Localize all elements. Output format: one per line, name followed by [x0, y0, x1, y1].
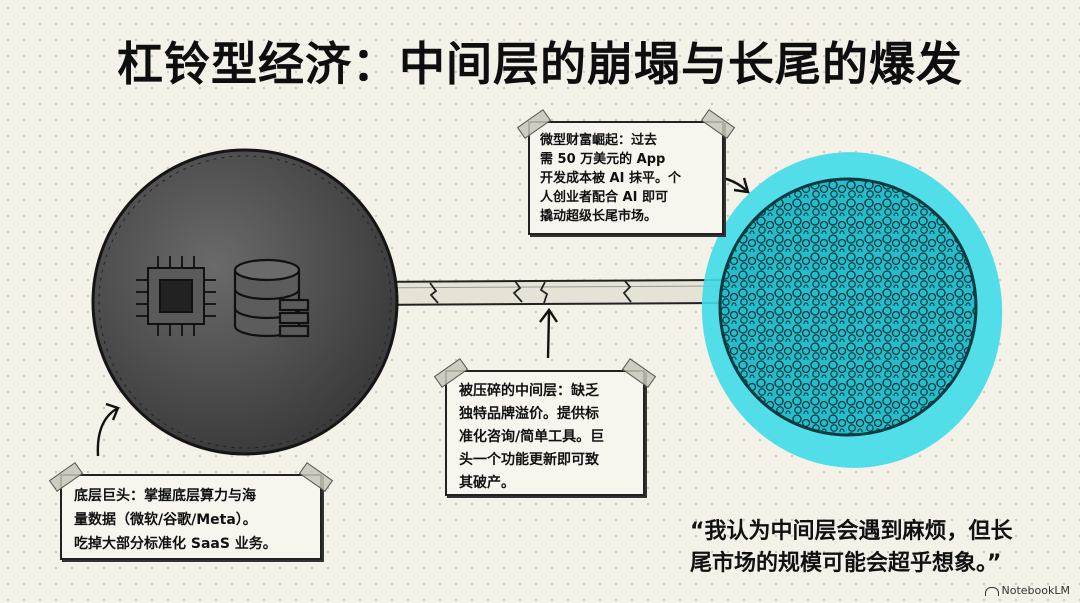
note-micro-wealth: 微型财富崛起：过去 需 50 万美元的 App 开发成本被 AI 抹平。个 人创… — [516, 109, 736, 235]
note-giants: 底层巨头：掌握底层算力与海 量数据（微软/谷歌/Meta）。 吃掉大部分标准化 … — [48, 462, 334, 560]
crack-mark — [512, 280, 523, 303]
middle-layer-bar — [359, 278, 723, 307]
note-line: 撬动超级长尾市场。 — [540, 209, 658, 224]
note-line: 人创业者配合 AI 即可 — [540, 190, 668, 205]
quote: “我认为中间层会遇到麻烦，但长 尾市场的规模可能会超乎想象。” — [690, 516, 1070, 580]
crack-mark — [622, 280, 632, 303]
note-line: 需 50 万美元的 App — [540, 152, 666, 167]
note-line: 微型财富崛起：过去 — [540, 133, 658, 148]
note-line: 准化咨询/简单工具。巨 — [459, 429, 605, 445]
page-title: 杠铃型经济：中间层的崩塌与长尾的爆发 — [117, 37, 963, 91]
arrow-head — [105, 402, 120, 421]
arrow-to-giant — [96, 406, 119, 457]
arrow-head — [539, 307, 558, 323]
crack-mark — [429, 282, 439, 304]
brand-watermark: NotebookLM — [984, 584, 1070, 597]
longtail-sphere — [701, 152, 1003, 468]
note-line: 吃掉大部分标准化 SaaS 业务。 — [74, 536, 277, 552]
note-crushed-middle: 被压碎的中间层：缺乏 独特品牌溢价。提供标 准化咨询/简单工具。巨 头一个功能更… — [433, 358, 657, 496]
note-line: 开发成本被 AI 抹平。个 — [540, 171, 681, 186]
note-line: 其破产。 — [459, 475, 515, 491]
arrow-head — [733, 177, 750, 194]
crack-mark — [539, 281, 549, 304]
database-icon — [233, 258, 310, 338]
note-line: 量数据（微软/谷歌/Meta）。 — [74, 512, 257, 528]
quote-line: “我认为中间层会遇到麻烦，但长 — [690, 519, 1013, 544]
note-line: 被压碎的中间层：缺乏 — [459, 383, 599, 399]
note-line: 头一个功能更新即可致 — [459, 452, 599, 468]
note-line: 底层巨头：掌握底层算力与海 — [74, 488, 256, 504]
quote-line: 尾市场的规模可能会超乎想象。” — [690, 551, 1002, 576]
note-line: 独特品牌溢价。提供标 — [459, 406, 599, 422]
chip-icon — [136, 256, 216, 336]
arrow-to-bar — [546, 311, 551, 359]
notebooklm-icon — [984, 586, 999, 596]
brand-label: NotebookLM — [1001, 584, 1070, 597]
